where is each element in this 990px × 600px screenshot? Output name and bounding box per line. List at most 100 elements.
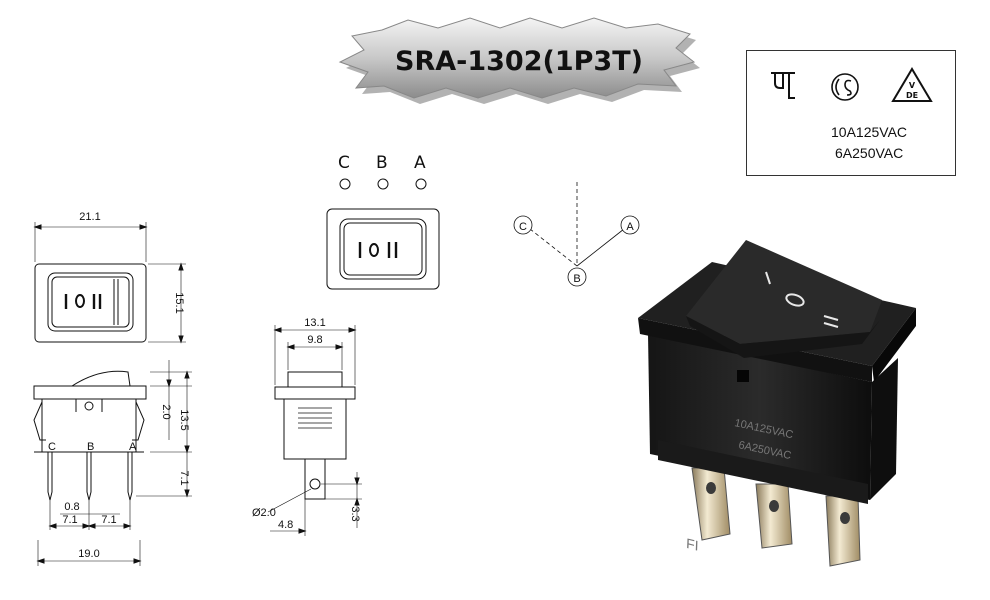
arrowhead (298, 528, 307, 534)
dim-hole-height: 3.3 (349, 506, 361, 521)
dim-body-height: 13.5 (178, 409, 190, 430)
arrowhead (348, 327, 357, 333)
rocker-mark-ii (823, 315, 839, 321)
arrowhead (133, 558, 142, 564)
side-rocker-profile (71, 370, 131, 387)
arrowhead (33, 224, 42, 230)
pin-hole (769, 500, 779, 512)
terminal-hole (309, 478, 321, 490)
circuit-label-b: B (573, 273, 580, 285)
pin-c (47, 452, 53, 501)
dim-end-outer-width: 13.1 (304, 317, 325, 329)
arrowhead (82, 523, 91, 529)
position-dot-b (377, 178, 389, 190)
position-label-b: B (376, 153, 388, 173)
position-dot-c (339, 178, 351, 190)
terminal-c-circle (513, 215, 533, 235)
housing-window (737, 370, 749, 382)
rating-line-1: 10A125VAC (831, 124, 908, 140)
banner-starburst (338, 17, 696, 99)
svg-text:V: V (909, 81, 916, 90)
side-bezel (33, 385, 147, 400)
front-rocker-outer (47, 272, 134, 332)
front-bezel (34, 263, 147, 343)
switch-housing-side (870, 358, 898, 500)
indicator-rocker-outer (339, 218, 427, 280)
arrowhead (354, 497, 360, 506)
left-snap-clip (33, 401, 46, 441)
circuit-label-a: A (626, 221, 634, 233)
arrowhead (286, 344, 295, 350)
dim-overall-width: 19.0 (78, 548, 99, 560)
housing-marking-logo: FI (686, 535, 699, 554)
arrowhead (48, 523, 57, 529)
rocker-symbol-o (75, 294, 85, 308)
certification-marks: V DE (771, 67, 933, 102)
circuit-diagram (513, 182, 640, 287)
arrowhead (178, 262, 184, 271)
arrowhead (166, 379, 172, 388)
product-title: SRA-1302(1P3T) (395, 46, 643, 77)
a-position-line (576, 228, 625, 267)
arrowhead (87, 523, 96, 529)
dim-pin-spacing-left: 7.1 (62, 514, 77, 526)
pin-b (86, 452, 92, 501)
indicator-rocker-inner (343, 222, 423, 276)
pin-label-b: B (87, 441, 94, 453)
title-banner: SRA-1302(1P3T) (338, 17, 700, 104)
dim-front-height: 15.1 (173, 292, 185, 313)
end-terminal (304, 458, 326, 500)
pin-hole (706, 482, 716, 494)
position-dot-a (415, 178, 427, 190)
front-view (33, 222, 186, 344)
switch-illustration: FI 10A125VAC 6A250VAC (638, 240, 916, 567)
dim-pin-length: 7.1 (178, 470, 190, 485)
ul-mark-icon (771, 72, 795, 99)
dim-hole-diameter: Ø2.0 (252, 507, 276, 519)
c-position-line (529, 228, 578, 267)
rocker-top (686, 240, 882, 344)
rocker-edge (686, 316, 880, 358)
dim-pin-thickness: 0.8 (64, 501, 79, 513)
terminal-a-circle (620, 215, 640, 235)
dim-hole-offset: 4.8 (278, 519, 293, 531)
rocker-mark-ii (823, 322, 839, 328)
position-label-a: A (414, 153, 426, 173)
position-label-c: C (338, 153, 350, 173)
dim-pin-spacing-right: 7.1 (101, 514, 116, 526)
dim-rocker-height: 2.0 (160, 404, 172, 419)
end-view (267, 325, 362, 536)
dim-end-inner-width: 9.8 (307, 334, 322, 346)
arrowhead (123, 523, 132, 529)
terminal-pin-middle (755, 483, 793, 549)
side-view (33, 360, 192, 566)
terminal-pin-right (825, 495, 861, 567)
leader-line (267, 488, 312, 513)
front-rocker-inner (51, 276, 130, 328)
arrowhead (335, 344, 344, 350)
rating-line-2: 6A250VAC (835, 145, 904, 161)
circuit-label-c: C (519, 221, 527, 233)
arrowhead (273, 327, 282, 333)
terminal-pin-left (691, 467, 731, 541)
arrowhead (184, 489, 190, 498)
side-indicator-hole (84, 401, 94, 411)
end-rocker (287, 371, 343, 388)
dim-front-width: 21.1 (79, 211, 100, 223)
csa-mark-icon (831, 73, 859, 101)
vde-mark-icon: V DE (891, 67, 933, 102)
arrowhead (184, 445, 190, 454)
bezel-side (872, 308, 916, 382)
certification-box: V DE 10A125VAC 6A250VAC (746, 50, 956, 176)
right-snap-clip (132, 401, 145, 441)
arrowhead (178, 335, 184, 344)
arrowhead (139, 224, 148, 230)
rocker-symbol-o (369, 243, 379, 257)
pin-label-c: C (48, 441, 56, 453)
housing-base (658, 440, 868, 504)
position-indicator (326, 178, 440, 290)
rocker-mark-i (765, 271, 771, 285)
pin-hole (840, 512, 850, 524)
